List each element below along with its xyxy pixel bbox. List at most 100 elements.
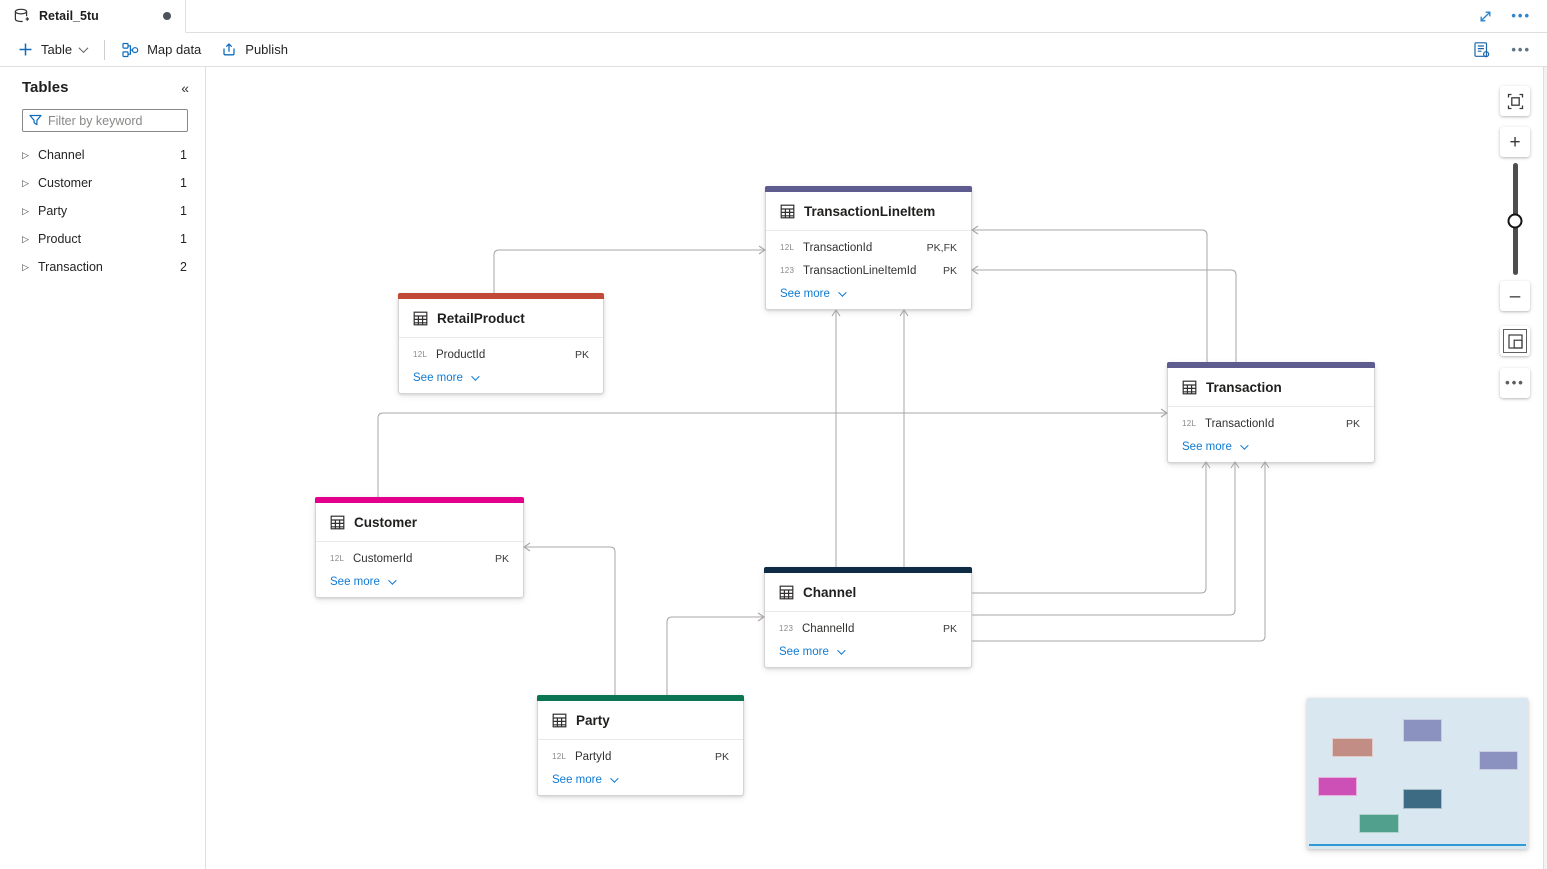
- publish-label: Publish: [245, 42, 288, 57]
- column-key-label: PK: [1345, 417, 1360, 430]
- column-key-label: PK: [494, 552, 509, 565]
- collapse-sidebar-icon[interactable]: «: [181, 79, 189, 96]
- tables-sidebar: Tables « ▷Channel1▷Customer1▷Party1▷Prod…: [0, 67, 206, 869]
- zoom-slider-thumb[interactable]: [1507, 213, 1523, 229]
- fit-to-screen-button[interactable]: [1500, 86, 1530, 116]
- see-more-label: See more: [780, 288, 830, 300]
- map-data-button[interactable]: Map data: [118, 33, 205, 66]
- tab-bar-actions: •••: [1478, 0, 1547, 32]
- sidebar-item-label: Product: [38, 232, 82, 246]
- minimap-toggle-button[interactable]: [1500, 326, 1530, 356]
- table-color-bar: [398, 293, 604, 299]
- chevron-right-icon[interactable]: ▷: [22, 149, 29, 160]
- zoom-in-button[interactable]: +: [1500, 127, 1530, 157]
- sidebar-item-party[interactable]: ▷ Party 1: [0, 197, 205, 225]
- see-more-link[interactable]: See more: [399, 366, 603, 393]
- sidebar-item-count: 1: [180, 148, 187, 162]
- table-icon: [780, 204, 795, 219]
- minimap-table-rect: [1479, 751, 1518, 770]
- see-more-link[interactable]: See more: [1168, 435, 1374, 462]
- filter-funnel-icon: [29, 114, 42, 127]
- see-more-label: See more: [779, 646, 829, 658]
- chevron-right-icon[interactable]: ▷: [22, 233, 29, 244]
- map-data-icon: [122, 42, 139, 58]
- column-key-label: PK: [942, 264, 957, 277]
- minimap-table-rect: [1318, 777, 1357, 796]
- tab-bar: Retail_5tu •••: [0, 0, 1547, 33]
- column-key-label: PK: [714, 750, 729, 763]
- tab-title: Retail_5tu: [39, 9, 99, 23]
- see-more-link[interactable]: See more: [766, 282, 971, 309]
- see-more-link[interactable]: See more: [538, 768, 743, 795]
- minimap-viewport-line: [1309, 844, 1526, 846]
- zoom-out-button[interactable]: –: [1500, 281, 1530, 311]
- add-table-button[interactable]: Table: [14, 33, 91, 66]
- expand-icon[interactable]: [1478, 9, 1493, 24]
- properties-panel-icon[interactable]: [1473, 41, 1491, 59]
- chevron-down-icon: [837, 646, 846, 655]
- sidebar-item-count: 1: [180, 176, 187, 190]
- minimap-table-rect: [1359, 814, 1399, 833]
- zoom-slider[interactable]: [1500, 163, 1530, 275]
- canvas-scrollbar[interactable]: [1543, 67, 1547, 869]
- column-name: ProductId: [436, 348, 486, 361]
- column-name: TransactionLineItemId: [803, 264, 917, 277]
- canvas-more-options-button[interactable]: •••: [1500, 368, 1530, 398]
- tab-more-options-icon[interactable]: •••: [1511, 8, 1531, 23]
- table-name: Customer: [354, 514, 418, 530]
- filter-input[interactable]: [48, 113, 181, 128]
- table-name: TransactionLineItem: [804, 203, 936, 219]
- table-icon: [330, 515, 345, 530]
- publish-icon: [221, 42, 237, 58]
- diagram-canvas[interactable]: + – •••: [206, 67, 1547, 869]
- chevron-right-icon[interactable]: ▷: [22, 177, 29, 188]
- chevron-right-icon[interactable]: ▷: [22, 261, 29, 272]
- sidebar-item-count: 1: [180, 204, 187, 218]
- chevron-right-icon[interactable]: ▷: [22, 205, 29, 216]
- toolbar-more-options-icon[interactable]: •••: [1511, 41, 1531, 57]
- filter-box: [22, 109, 188, 132]
- see-more-link[interactable]: See more: [765, 640, 971, 667]
- publish-button[interactable]: Publish: [217, 33, 292, 66]
- chevron-down-icon: [471, 372, 480, 381]
- column-key-label: PK: [574, 348, 589, 361]
- toolbar-divider: [104, 39, 106, 60]
- see-more-link[interactable]: See more: [316, 570, 523, 597]
- tab-retail-database[interactable]: Retail_5tu: [0, 0, 186, 33]
- table-name: RetailProduct: [437, 310, 525, 326]
- table-name: Channel: [803, 584, 857, 600]
- see-more-label: See more: [330, 576, 380, 588]
- chevron-down-icon: [388, 576, 397, 585]
- numeric-type-icon: 12L: [780, 243, 795, 252]
- table-color-bar: [315, 497, 524, 503]
- chevron-down-icon: [838, 288, 847, 297]
- minimap-table-rect: [1332, 738, 1373, 757]
- sidebar-item-count: 2: [180, 260, 187, 274]
- column-name: TransactionId: [803, 241, 873, 254]
- lake-database-icon: [13, 8, 30, 25]
- toolbar-right-actions: •••: [1473, 41, 1531, 59]
- minimap[interactable]: [1307, 698, 1528, 849]
- map-data-label: Map data: [147, 42, 202, 57]
- see-more-label: See more: [552, 774, 602, 786]
- column-name: CustomerId: [353, 552, 413, 565]
- column-name: ChannelId: [802, 622, 855, 635]
- sidebar-item-label: Party: [38, 204, 68, 218]
